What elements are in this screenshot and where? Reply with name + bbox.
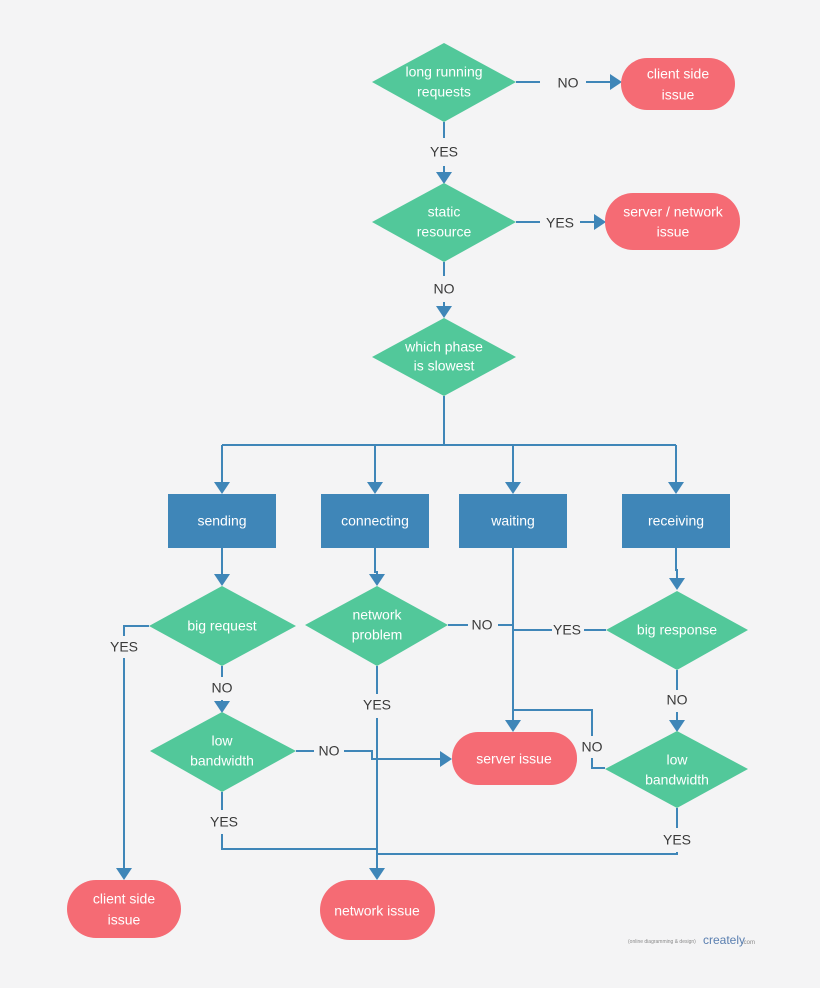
arrowhead (116, 868, 132, 880)
edge-label-yes: YES (553, 622, 581, 638)
process-connecting: connecting (321, 494, 429, 548)
node-label: waiting (490, 513, 535, 529)
edge-label-no: NO (212, 680, 233, 696)
arrowhead (367, 482, 383, 494)
arrowhead (436, 172, 452, 184)
edge-label-no: NO (558, 75, 579, 91)
terminal-network-issue: network issue (320, 880, 435, 940)
arrowhead (214, 482, 230, 494)
node-label: is slowest (414, 358, 475, 374)
node-label: problem (352, 627, 403, 643)
edge-big-request-yes (123, 625, 149, 868)
arrowhead (369, 574, 385, 586)
connectors (116, 74, 685, 880)
edge-label-no: NO (667, 692, 688, 708)
node-label: big response (637, 622, 717, 638)
creately-watermark: (online diagramming & design) creately .… (628, 933, 755, 947)
edge-labels: NO YES YES NO YES NO NO YES YES NO NO YE… (110, 75, 691, 848)
terminal-client-side-issue-top: client side issue (621, 58, 735, 110)
arrowhead (214, 701, 230, 713)
edge-label-yes: YES (663, 832, 691, 848)
process-receiving: receiving (622, 494, 730, 548)
arrowhead (669, 578, 685, 590)
node-label: big request (187, 618, 256, 634)
edge-low-bw-right-no (513, 709, 605, 769)
node-label: sending (197, 513, 246, 529)
terminal-server-issue: server issue (452, 732, 577, 785)
decision-low-bandwidth-right: low bandwidth (605, 731, 748, 808)
arrowhead (668, 482, 684, 494)
edge-label-yes: YES (430, 144, 458, 160)
node-label: resource (417, 224, 472, 240)
edge-label-no: NO (472, 617, 493, 633)
process-sending: sending (168, 494, 276, 548)
node-label: long running (405, 64, 482, 80)
decision-which-phase: which phase is slowest (372, 318, 516, 396)
arrowhead (369, 868, 385, 880)
watermark-tagline: (online diagramming & design) (628, 939, 696, 945)
arrowhead (505, 720, 521, 732)
terminal-server-network-issue: server / network issue (605, 193, 740, 250)
node-label: client side (647, 66, 709, 82)
edge-label-no: NO (319, 743, 340, 759)
watermark-brand: creately (703, 933, 745, 947)
edge-label-yes: YES (110, 639, 138, 655)
node-label: static (428, 204, 461, 220)
decision-big-request: big request (149, 586, 296, 666)
decision-big-response: big response (606, 591, 748, 670)
node-label: bandwidth (190, 753, 254, 769)
node-label: low (666, 752, 688, 768)
node-label: network (352, 607, 402, 623)
process-waiting: waiting (459, 494, 567, 548)
node-label: low (211, 733, 233, 749)
arrowhead (214, 574, 230, 586)
node-label: issue (662, 87, 695, 103)
node-label: which phase (404, 339, 483, 355)
node-label: server issue (476, 751, 552, 767)
arrowhead (610, 74, 622, 90)
arrowhead (436, 306, 452, 318)
node-label: requests (417, 84, 471, 100)
edge-connecting-to-network-problem (374, 548, 378, 574)
node-label: bandwidth (645, 772, 709, 788)
node-label: network issue (334, 903, 420, 919)
node-label: client side (93, 891, 155, 907)
arrowhead (594, 214, 606, 230)
edge-label-yes: YES (210, 814, 238, 830)
node-label: issue (108, 912, 141, 928)
decision-static-resource: static resource (372, 183, 516, 262)
node-label: issue (657, 224, 690, 240)
edge-receiving-to-big-response (675, 548, 678, 578)
edge-low-bw-left-yes (221, 792, 377, 850)
decision-long-running-requests: long running requests (372, 43, 516, 122)
edge-low-bw-left-no (296, 750, 440, 760)
edge-label-yes: YES (363, 697, 391, 713)
edge-low-bw-right-yes (377, 808, 678, 855)
node-label: receiving (648, 513, 704, 529)
arrowhead (440, 751, 452, 767)
decision-network-problem: network problem (305, 586, 448, 666)
watermark-domain: .com (742, 940, 755, 946)
arrowhead (505, 482, 521, 494)
node-label: server / network (623, 204, 724, 220)
decision-low-bandwidth-left: low bandwidth (150, 712, 296, 792)
edge-which-phase-branches (221, 396, 677, 482)
arrowhead (669, 720, 685, 732)
edge-label-no: NO (582, 739, 603, 755)
edge-label-no: NO (434, 281, 455, 297)
node-label: connecting (341, 513, 409, 529)
edge-label-yes: YES (546, 215, 574, 231)
terminal-client-side-issue-bottom: client side issue (67, 880, 181, 938)
